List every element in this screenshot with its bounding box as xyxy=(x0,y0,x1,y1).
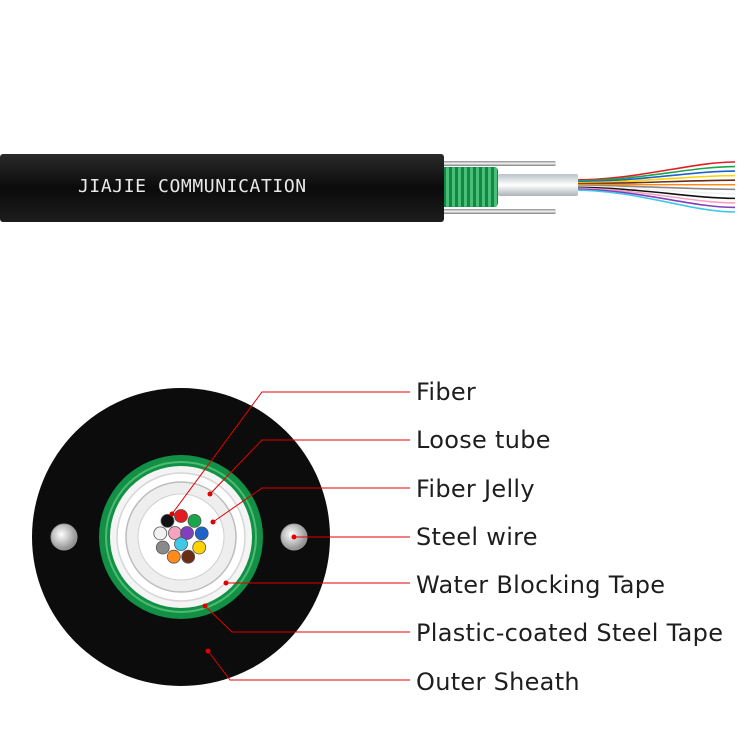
fiber-core xyxy=(187,514,202,528)
cable-drawing: JIAJIE COMMUNICATION xyxy=(0,154,736,222)
leader-dot xyxy=(202,603,208,609)
armor-ridge xyxy=(452,167,455,207)
leader-lines xyxy=(169,391,410,681)
leader-line xyxy=(204,605,410,633)
fiber-fan xyxy=(569,161,736,213)
fiber-strand xyxy=(569,185,736,195)
fiber-strand xyxy=(569,170,736,183)
fiber-core xyxy=(194,526,209,541)
fiber-core xyxy=(160,514,175,528)
fiber-strand xyxy=(569,186,736,200)
leader-dot xyxy=(210,519,216,525)
armor-side xyxy=(440,167,498,207)
leader-line xyxy=(171,391,410,515)
fiber-core xyxy=(174,537,188,551)
fiber-strand xyxy=(569,187,736,204)
label-outer-sheath: Outer Sheath xyxy=(416,668,580,696)
fiber-strand xyxy=(569,184,736,191)
fiber-core xyxy=(155,540,170,555)
fiber-strand xyxy=(569,189,736,213)
outer-sheath-side xyxy=(0,154,444,222)
fiber-core xyxy=(192,540,207,555)
armor-ridge xyxy=(488,167,491,207)
leader-line xyxy=(212,487,410,523)
leader-dot xyxy=(223,580,229,586)
armor-ridge xyxy=(464,167,467,207)
armor-ridge xyxy=(470,167,473,207)
leader-line xyxy=(207,650,410,681)
fiber-strand xyxy=(569,179,736,185)
fiber-core xyxy=(174,509,188,523)
label-water-blocking-tape: Water Blocking Tape xyxy=(416,571,665,599)
label-steel-wire: Steel wire xyxy=(416,523,538,551)
steel-wire-bottom xyxy=(440,209,556,214)
fiber-strand xyxy=(569,174,736,184)
label-fiber-jelly: Fiber Jelly xyxy=(416,475,535,503)
fiber-bundle xyxy=(153,509,209,564)
armor-ridge xyxy=(446,167,449,207)
steel-wire-top xyxy=(440,161,556,166)
cross-section-drawing xyxy=(32,388,330,686)
fiber-strand xyxy=(569,188,736,209)
fiber-core xyxy=(180,526,194,540)
fiber-core xyxy=(166,549,181,564)
component-labels: Fiber Loose tube Fiber Jelly Steel wire … xyxy=(416,378,723,696)
cable-print: JIAJIE COMMUNICATION xyxy=(78,176,307,197)
leader-dot xyxy=(205,648,211,654)
leader-dot xyxy=(207,491,213,497)
fiber-core xyxy=(153,526,168,541)
fiber-strand xyxy=(569,165,736,182)
leader-dot xyxy=(291,534,297,540)
label-fiber: Fiber xyxy=(416,378,476,406)
steel-wire-left xyxy=(50,523,78,551)
fiber-jelly-section xyxy=(137,493,225,581)
armor-ridge xyxy=(476,167,479,207)
armor-ridge xyxy=(494,167,497,207)
leader-dot xyxy=(169,511,175,517)
fiber-core xyxy=(181,549,196,564)
loose-tube-side xyxy=(498,174,578,196)
armor-ridge xyxy=(458,167,461,207)
fiber-strand xyxy=(569,161,736,181)
label-plastic-coated-steel-tape: Plastic-coated Steel Tape xyxy=(416,619,723,647)
leader-line xyxy=(209,439,410,495)
armor-ridge xyxy=(482,167,485,207)
label-loose-tube: Loose tube xyxy=(416,426,551,454)
